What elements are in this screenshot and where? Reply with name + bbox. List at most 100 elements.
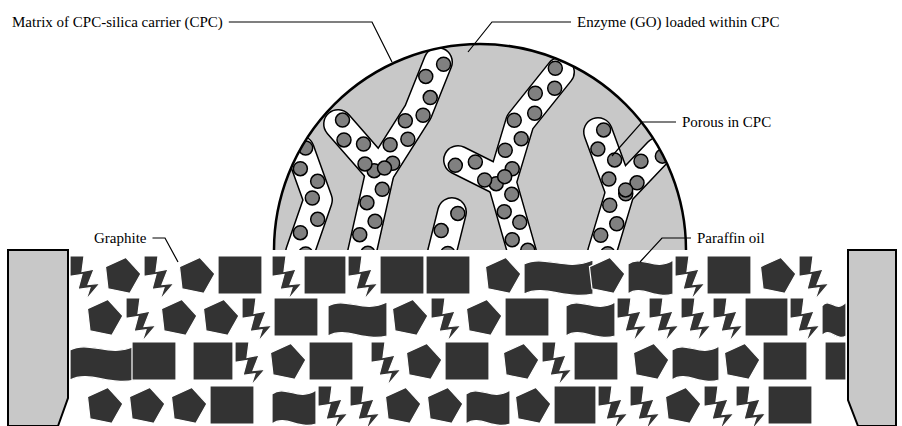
graphite-particle: [380, 256, 424, 294]
enzyme-sphere: [448, 158, 462, 172]
graphite-particle: [129, 387, 164, 423]
enzyme-sphere: [434, 224, 448, 238]
graphite-particle: [736, 386, 766, 426]
graphite-particle: [630, 386, 660, 426]
enzyme-sphere: [528, 106, 542, 120]
enzyme-sphere: [437, 57, 451, 71]
enzyme-sphere: [423, 91, 437, 105]
graphite-particle: [554, 386, 596, 424]
graphite-particle: [707, 256, 751, 294]
enzyme-sphere: [353, 228, 367, 242]
graphite-particle: [760, 257, 795, 293]
enzyme-sphere: [401, 132, 415, 146]
graphite-particle: [799, 256, 829, 300]
graphite-particle: [126, 298, 156, 342]
graphite-particle: [466, 390, 510, 425]
graphite-particle: [589, 257, 624, 293]
graphite-particle: [87, 299, 122, 335]
graphite-particle: [161, 299, 196, 335]
part-label: Enzyme (GO) loaded within CPC: [575, 12, 781, 32]
graphite-particle: [713, 298, 743, 342]
enzyme-sphere: [594, 228, 608, 242]
graphite-particle: [304, 256, 346, 294]
enzyme-sphere: [337, 133, 351, 147]
enzyme-sphere: [311, 174, 325, 188]
graphite-particle: [675, 256, 705, 300]
graphite-particle: [203, 299, 238, 335]
graphite-particle: [70, 346, 135, 381]
part-label: Matrix of CPC-silica carrier (CPC): [10, 12, 225, 32]
enzyme-sphere: [514, 132, 528, 146]
enzyme-sphere: [478, 173, 492, 187]
enzyme-sphere: [634, 154, 648, 168]
enzyme-sphere: [441, 246, 455, 260]
graphite-particle: [242, 298, 272, 342]
enzyme-sphere: [375, 182, 389, 196]
enzyme-sphere: [521, 243, 535, 257]
cpc-outline: [274, 44, 686, 250]
enzyme-sphere: [358, 157, 372, 171]
electrode-wall: [8, 250, 68, 426]
graphite-particle: [235, 342, 265, 386]
pores: [293, 57, 669, 261]
graphite-particle: [427, 387, 462, 423]
graphite-particle: [406, 343, 441, 379]
enzyme-sphere: [361, 246, 375, 260]
graphite-particle: [542, 342, 572, 386]
enzyme-sphere: [608, 153, 622, 167]
enzyme-sphere: [336, 113, 350, 127]
graphite-particle: [681, 298, 711, 342]
enzyme-sphere: [602, 172, 616, 186]
pore: [502, 72, 560, 252]
enzyme-sphere: [305, 191, 319, 205]
pore-outline: [502, 72, 560, 252]
enzyme-sphere: [505, 233, 519, 247]
enzyme-sphere: [293, 226, 307, 240]
graphite-particle: [566, 302, 615, 337]
graphite-particle: [70, 256, 100, 300]
enzyme-sphere: [299, 247, 313, 261]
part-label: Graphite: [92, 228, 148, 248]
enzyme-sphere: [357, 137, 371, 151]
graphite-particle: [665, 387, 700, 423]
graphite-particle: [672, 346, 719, 381]
graphite-particle: [704, 386, 734, 426]
graphite-particle: [574, 342, 618, 380]
enzyme-sphere: [468, 155, 482, 169]
graphite-particle: [105, 257, 140, 293]
enzyme-sphere: [360, 196, 374, 210]
graphite-particle: [270, 343, 305, 379]
graphite-particle: [350, 386, 380, 426]
part-label: Porous in CPC: [680, 112, 773, 132]
enzyme-sphere: [451, 206, 465, 220]
graphite-particle: [825, 342, 846, 380]
enzyme-sphere: [497, 205, 511, 219]
graphite-particle: [628, 260, 673, 295]
graphite-particle: [822, 302, 846, 337]
graphite-layer: [70, 256, 846, 426]
enzyme-sphere: [601, 247, 615, 261]
graphite-particle: [790, 298, 820, 342]
part-label: Paraffin oil: [695, 228, 767, 248]
enzyme-sphere: [378, 161, 392, 175]
graphite-particle: [466, 299, 501, 335]
enzyme-sphere: [498, 170, 512, 184]
enzyme-sphere: [548, 81, 562, 95]
graphite-particle: [649, 298, 679, 342]
enzyme-sphere: [419, 69, 433, 83]
graphite-particle: [218, 256, 262, 294]
leader-line: [468, 22, 571, 52]
enzyme-sphere: [505, 187, 519, 201]
graphite-particle: [210, 386, 254, 424]
graphite-particle: [371, 342, 401, 386]
graphite-particle: [392, 299, 427, 335]
enzyme-sphere: [603, 198, 617, 212]
enzyme-sphere: [293, 162, 307, 176]
graphite-particle: [524, 260, 593, 295]
graphite-particle: [348, 256, 378, 300]
graphite-particle: [763, 342, 807, 380]
graphite-particle: [171, 387, 206, 423]
graphite-particle: [193, 342, 233, 380]
graphite-particle: [505, 298, 549, 336]
